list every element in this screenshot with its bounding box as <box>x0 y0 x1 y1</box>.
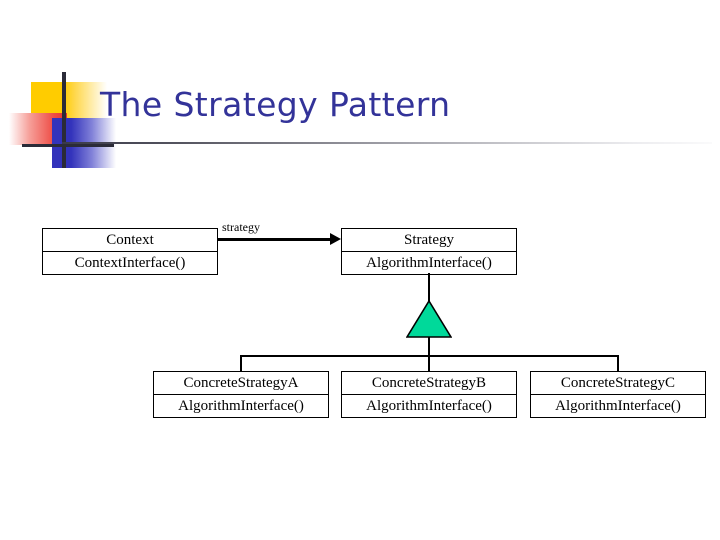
association-label: strategy <box>222 220 260 234</box>
uml-class-concrete-strategy-c[interactable]: ConcreteStrategyC AlgorithmInterface() <box>530 371 706 418</box>
association-line <box>218 238 332 241</box>
uml-class-name: Context <box>43 229 217 252</box>
uml-class-concrete-strategy-a[interactable]: ConcreteStrategyA AlgorithmInterface() <box>153 371 329 418</box>
uml-class-operation: AlgorithmInterface() <box>178 398 304 414</box>
uml-class-operation: AlgorithmInterface() <box>366 255 492 271</box>
uml-class-name: ConcreteStrategyA <box>154 372 328 395</box>
uml-class-name: Strategy <box>342 229 516 252</box>
association-arrowhead-icon <box>330 233 341 245</box>
uml-class-concrete-strategy-b[interactable]: ConcreteStrategyB AlgorithmInterface() <box>341 371 517 418</box>
uml-class-name: ConcreteStrategyC <box>531 372 705 395</box>
generalization-triangle-icon <box>406 300 452 338</box>
generalization-stem-upper <box>428 273 430 302</box>
page-title: The Strategy Pattern <box>100 85 451 124</box>
uml-class-operation: AlgorithmInterface() <box>555 398 681 414</box>
uml-class-name: ConcreteStrategyB <box>342 372 516 395</box>
uml-class-operation: ContextInterface() <box>74 255 186 271</box>
uml-class-strategy[interactable]: Strategy AlgorithmInterface() <box>341 228 517 275</box>
generalization-stem-lower <box>428 337 430 371</box>
uml-class-context[interactable]: Context ContextInterface() <box>42 228 218 275</box>
title-underline-rule <box>62 142 712 144</box>
generalization-bus-line <box>240 355 618 357</box>
generalization-drop-c <box>617 355 619 372</box>
uml-class-operation: AlgorithmInterface() <box>366 398 492 414</box>
generalization-drop-a <box>240 355 242 372</box>
